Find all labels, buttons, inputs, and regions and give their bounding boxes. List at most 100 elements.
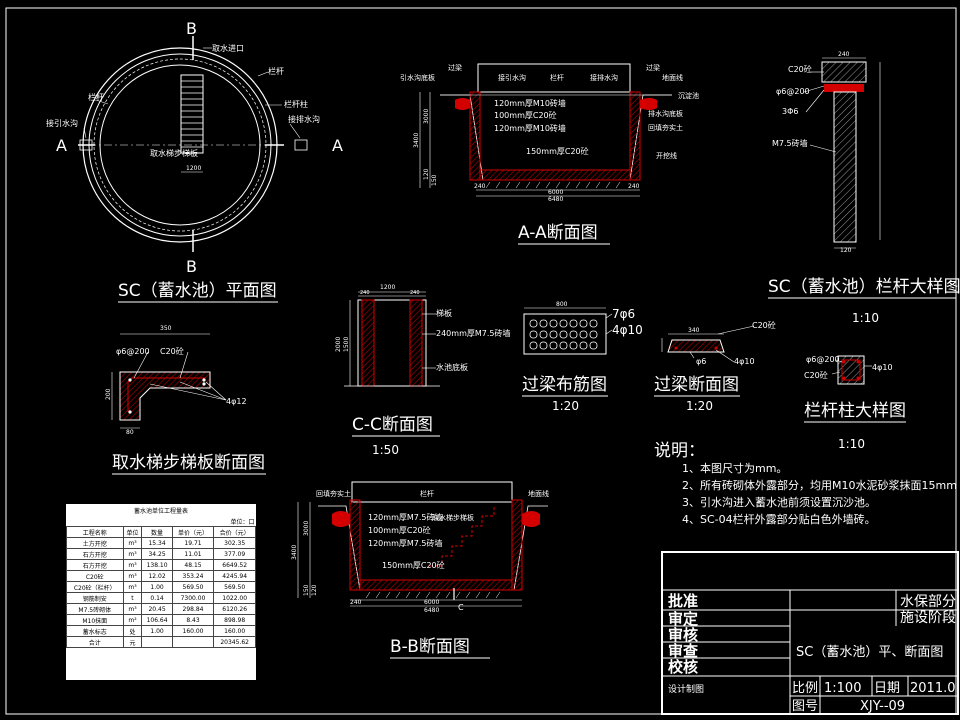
cc-label-base: 水池底板: [436, 362, 468, 372]
aa-dim-240a: 240: [474, 183, 486, 190]
col-header: 单价（元）: [171, 526, 215, 538]
cell: 4245.94: [213, 570, 256, 582]
tb-verify: 审定: [668, 610, 698, 628]
stair-label-bars: 4φ12: [226, 397, 247, 406]
notes-item-2: 2、所有砖砌体外露部分，均用M10水泥砂浆抹面15mm: [682, 478, 957, 492]
cell: m³: [122, 603, 143, 615]
rail-label-bars: 3Φ6: [782, 107, 798, 116]
cell: 34.25: [141, 548, 173, 560]
plan-lead-ditch-label: 接引水沟: [46, 118, 78, 128]
aa-dim-150: 150: [431, 174, 438, 186]
tb-scale-label: 比例: [792, 681, 818, 696]
quantity-table-unit: 单位：口: [230, 518, 255, 526]
aa-label-drain-ditch: 接排水沟: [590, 73, 618, 82]
tb-no-value: XJY--09: [860, 699, 905, 714]
cell: 569.50: [213, 581, 256, 593]
cc-dim-1500: 1500: [343, 337, 350, 352]
aa-label-lead-ditch: 接引水沟: [498, 73, 526, 82]
plan-drain-ditch-label: 接排水沟: [288, 114, 320, 124]
plan-view: [78, 36, 308, 252]
plan-railing-left-label: 栏杆: [88, 92, 104, 102]
cell: 1022.00: [213, 592, 256, 604]
tb-org-line1: 水保部分: [900, 594, 956, 610]
notes-item-4: 4、SC-04栏杆外露部分贴白色外墙砖。: [682, 512, 876, 526]
bb-dim-150: 150: [303, 584, 310, 596]
lintel-rebar-label-bars: 4φ10: [612, 323, 643, 337]
cell: 569.50: [171, 581, 215, 593]
section-bb: [297, 481, 548, 607]
cell: 11.01: [171, 548, 215, 560]
tb-org-line2: 施设阶段: [900, 610, 956, 626]
cell: 377.09: [213, 548, 256, 560]
rail-label-stirrup: φ6@200: [776, 87, 810, 96]
aa-label-ground-line: 地面线: [662, 73, 683, 82]
quantity-table-header: 工程名称 单位 数量 单价（元） 合价（元）: [66, 526, 256, 538]
lintel-rebar-title: 过梁布筋图: [522, 375, 607, 395]
cell: C20砼（栏杆）: [66, 581, 124, 593]
tb-check: 审查: [668, 642, 699, 660]
aa-label-backfill: 回填夯实土: [648, 123, 683, 132]
aa-label-settling: 沉淀池: [678, 91, 699, 100]
tb-date-label: 日期: [874, 681, 900, 696]
bb-layer-1: 120mm厚M7.5砖墙: [368, 512, 442, 522]
cc-scale: 1:50: [372, 443, 399, 457]
aa-layer-3: 120mm厚M10砖墙: [494, 123, 566, 133]
bb-layer-3: 120mm厚M7.5砖墙: [368, 538, 442, 548]
aa-label-railing: 栏杆: [550, 73, 564, 82]
cell: m³: [122, 559, 143, 571]
col-header: 工程名称: [66, 526, 124, 538]
aa-dim-6000: 6000: [548, 189, 563, 196]
col-header: 合价（元）: [213, 526, 256, 538]
cell: 898.98: [213, 614, 256, 626]
stair-dim-200: 200: [105, 388, 112, 400]
bb-label-backfill: 回填夯实土: [316, 489, 351, 498]
plan-stair-label: 取水梯步梯板: [150, 148, 198, 158]
rail-detail-title: SC（蓄水池）栏杆大样图: [768, 277, 960, 297]
notes-heading: 说明：: [654, 441, 705, 461]
cell: m³: [122, 537, 143, 549]
lintel-rebar: [523, 307, 613, 355]
cell: 蓄水标志: [66, 625, 124, 637]
plan-inlet-label: 取水进口: [212, 43, 244, 53]
aa-label-drain-base: 排水沟底板: [648, 109, 683, 118]
cell: 20.45: [141, 603, 173, 615]
cell: 石方开挖: [66, 559, 124, 571]
cc-label-stair: 梯板: [436, 308, 452, 318]
cell: t: [122, 592, 143, 604]
cell: 8.43: [171, 614, 215, 626]
cell: 20345.62: [213, 636, 256, 648]
aa-layer-1: 120mm厚M10砖墙: [494, 98, 566, 108]
cell: 元: [122, 636, 143, 648]
stair-dim-350: 350: [160, 325, 172, 332]
bb-layer-4: 150mm厚C20砼: [382, 560, 445, 570]
aa-dim-3400: 3400: [413, 133, 420, 148]
aa-layer-4: 150mm厚C20砼: [526, 146, 589, 156]
stair-slab: [111, 333, 227, 429]
aa-label-excavation: 开挖线: [656, 151, 677, 160]
cell: 15.34: [141, 537, 173, 549]
cell: m³: [122, 581, 143, 593]
title-block: [661, 551, 959, 715]
cell: 7300.00: [171, 592, 215, 604]
cell: 1.00: [141, 581, 173, 593]
cc-label-wall: 240mm厚M7.5砖墙: [436, 328, 510, 338]
rail-label-wall: M7.5砖墙: [772, 138, 808, 148]
rail-dim-240: 240: [838, 51, 850, 58]
bb-dim-240: 240: [350, 599, 362, 606]
tb-proof: 校核: [668, 658, 698, 676]
cell: 钢筋制安: [66, 592, 124, 604]
plan-section-letter-a-left: A: [56, 136, 67, 155]
plan-section-letter-b-bottom: B: [186, 257, 197, 276]
cell: M7.5砖砌体: [66, 603, 124, 615]
tb-drawing-name: SC（蓄水池）平、断面图: [796, 645, 943, 660]
cc-title: C-C断面图: [352, 415, 433, 435]
aa-dim-240b: 240: [628, 183, 640, 190]
cell: M10抹面: [66, 614, 124, 626]
bb-label-railing: 栏杆: [420, 489, 434, 498]
cell: 合计: [66, 636, 124, 648]
post-label-bars: 4φ10: [872, 363, 893, 372]
